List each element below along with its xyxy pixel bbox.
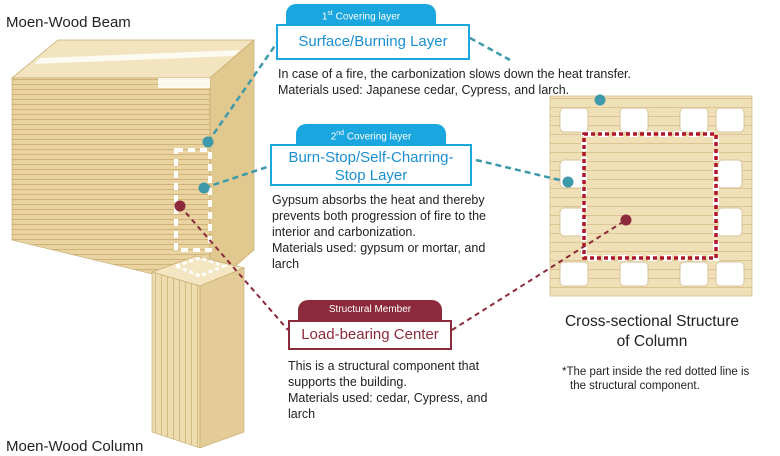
cross-section-illustration: [549, 95, 753, 297]
marker-dots: [174, 94, 632, 226]
layer1-description: In case of a fire, the carbonization slo…: [278, 66, 631, 98]
layer3-desc-line: larch: [288, 407, 316, 421]
cross-section-title-line: of Column: [616, 333, 688, 350]
layer1-tag-sup: st: [327, 10, 333, 17]
column-label: Moen-Wood Column: [6, 438, 144, 455]
layer2-desc-line: prevents both progression of fire to the: [272, 209, 487, 223]
layer3-title: Load-bearing Center: [288, 320, 452, 350]
layer3-desc-line: This is a structural component that: [288, 359, 480, 373]
cross-section-note-line: *The part inside the red dotted line is: [562, 366, 750, 378]
layer3-tag: Structural Member: [298, 300, 442, 320]
layer2-desc-line: Materials used: gypsum or mortar, and: [272, 241, 486, 255]
layer3-desc-line: supports the building.: [288, 375, 407, 389]
layer2-tag-text: Covering layer: [344, 131, 412, 143]
beam-illustration: [10, 39, 256, 289]
layer2-tag-sup: nd: [336, 130, 345, 137]
layer2-tag-num: 2: [330, 131, 337, 143]
layer2-description: Gypsum absorbs the heat and thereby prev…: [272, 192, 486, 272]
layer1-tag-num: 1: [321, 11, 328, 23]
layer1-tag-text: Covering layer: [332, 11, 401, 23]
cross-section-note-line: the structural component.: [570, 380, 700, 392]
layer1-desc-line: Materials used: Japanese cedar, Cypress,…: [278, 83, 570, 97]
layer2-title-line: Burn-Stop/Self-Charring-: [288, 149, 454, 166]
layer3-desc-line: Materials used: cedar, Cypress, and: [288, 391, 488, 405]
cross-section-note: *The part inside the red dotted line is …: [562, 365, 749, 393]
layer1-desc-line: In case of a fire, the carbonization slo…: [278, 67, 631, 81]
column-illustration: [150, 255, 246, 449]
layer2-desc-line: interior and carbonization.: [272, 225, 416, 239]
cross-section-title-line: Cross-sectional Structure: [564, 313, 739, 330]
connector-lines: [179, 23, 627, 331]
layer2-desc-line: Gypsum absorbs the heat and thereby: [272, 193, 485, 207]
layer2-title-line: Stop Layer: [334, 167, 408, 184]
layer1-tag: 1st Covering layer: [286, 4, 436, 24]
layer2-desc-line: larch: [272, 257, 300, 271]
layer1-title: Surface/Burning Layer: [276, 24, 470, 60]
layer2-tag: 2nd Covering layer: [296, 124, 446, 144]
layer2-title: Burn-Stop/Self-Charring- Stop Layer: [270, 144, 472, 186]
cross-section-title: Cross-sectional Structure of Column: [552, 312, 752, 352]
layer3-description: This is a structural component that supp…: [288, 358, 487, 422]
beam-label: Moen-Wood Beam: [6, 14, 131, 31]
